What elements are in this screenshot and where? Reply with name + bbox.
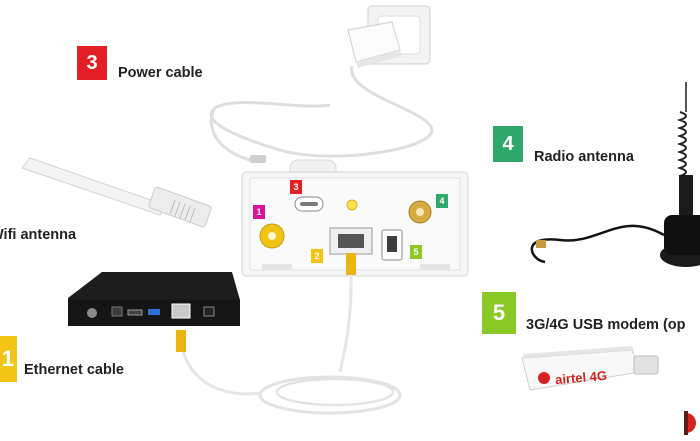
modem-brand-gen: 4G bbox=[589, 367, 608, 385]
modem-number-badge: 5 bbox=[482, 292, 516, 334]
modem-brand-name: airtel bbox=[554, 369, 587, 388]
modem-label: 3G/4G USB modem (op bbox=[526, 317, 686, 333]
power-adapter bbox=[347, 21, 402, 68]
device-marker-5: 5 bbox=[410, 245, 422, 259]
radio-antenna-label: Radio antenna bbox=[534, 149, 634, 165]
device-marker-3: 3 bbox=[290, 180, 302, 194]
router-box bbox=[68, 272, 240, 326]
power-cable bbox=[209, 65, 434, 158]
device-marker-4: 4 bbox=[436, 194, 448, 208]
ethernet-cable-label: Ethernet cable bbox=[24, 362, 124, 378]
power-number-badge: 3 bbox=[77, 46, 107, 80]
usb-modem bbox=[521, 346, 659, 391]
power-cable-label: Power cable bbox=[118, 65, 203, 81]
radio-number-badge: 4 bbox=[493, 126, 523, 162]
ethernet-number-badge: 1 bbox=[0, 336, 17, 382]
device-marker-2: 2 bbox=[311, 249, 323, 263]
brand-logo bbox=[684, 411, 696, 435]
device-marker-1: 1 bbox=[253, 205, 265, 219]
wifi-antenna-label: Wifi antenna bbox=[0, 227, 77, 243]
wifi-antenna bbox=[21, 157, 212, 228]
ethernet-cable bbox=[176, 253, 402, 415]
radio-antenna bbox=[530, 82, 700, 267]
